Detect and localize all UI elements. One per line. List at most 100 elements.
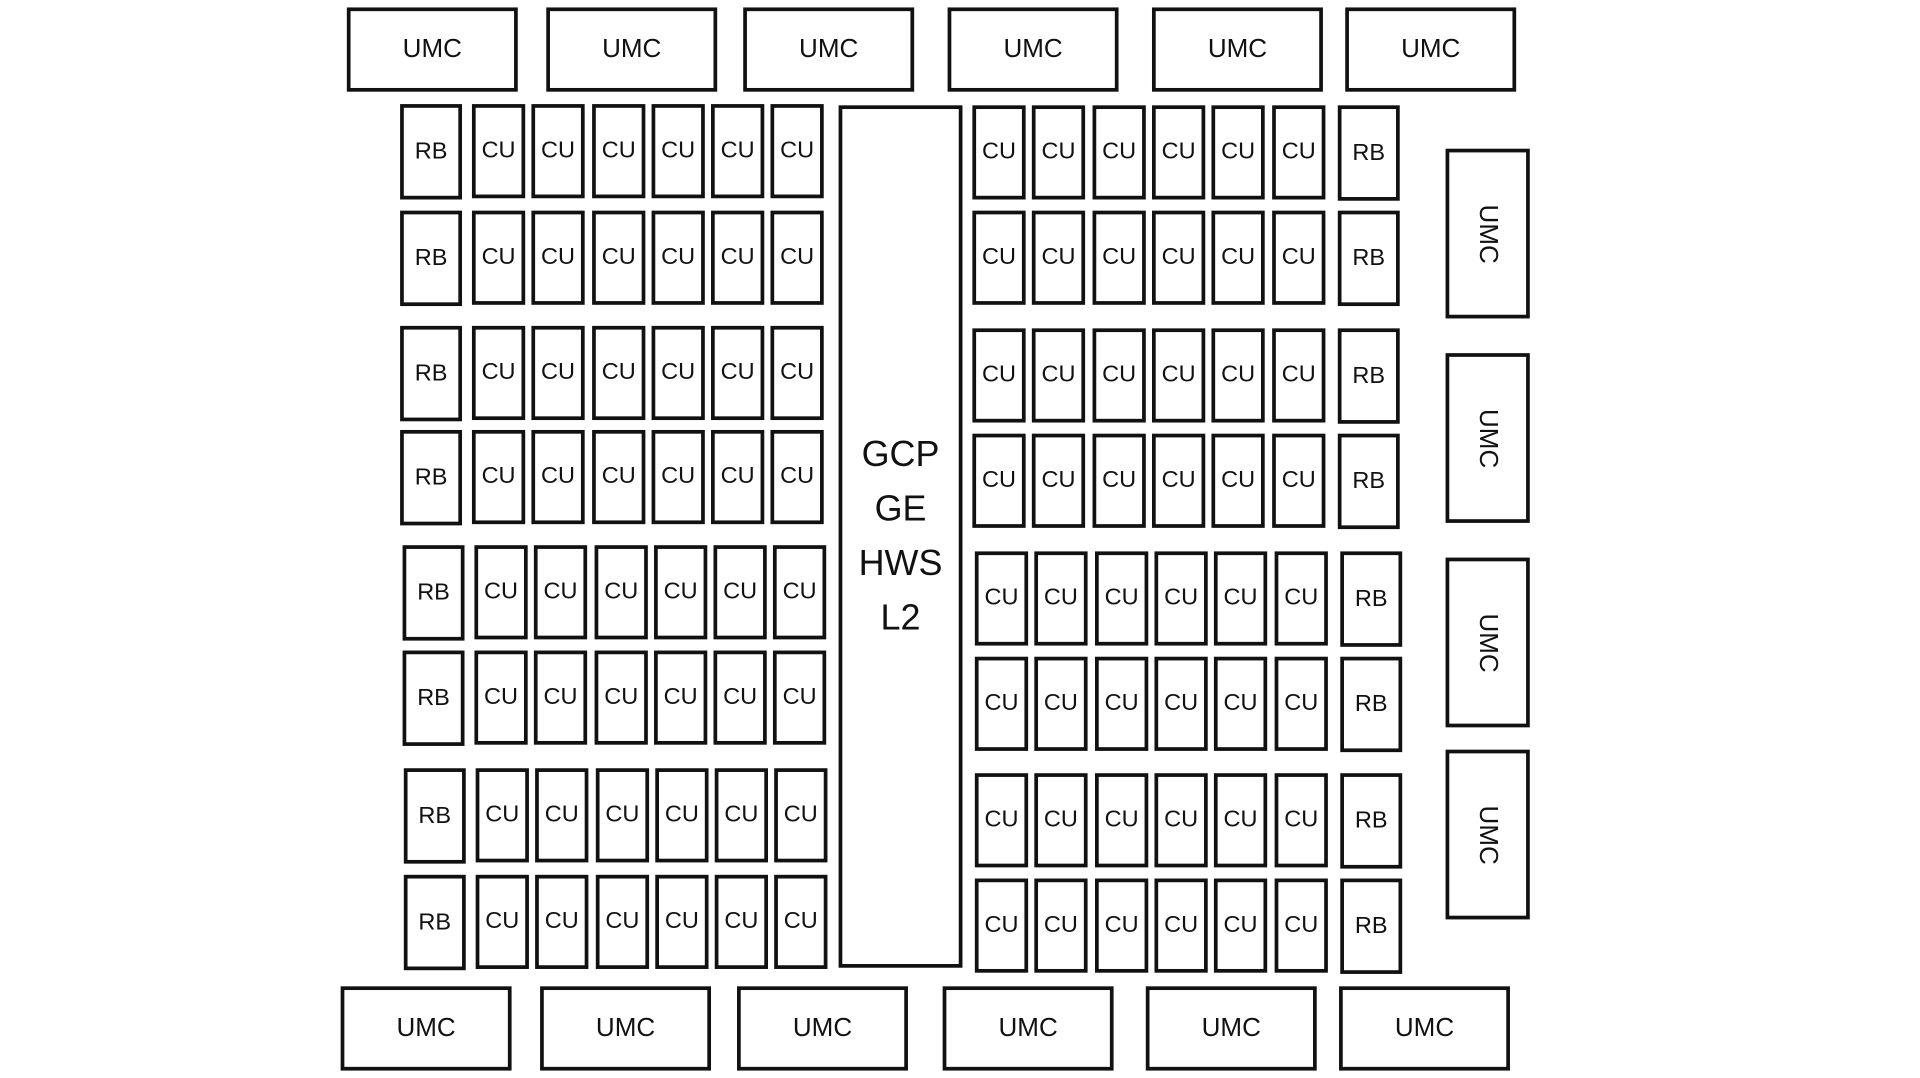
compute-unit-block: CU xyxy=(770,210,824,305)
compute-unit-block: CU xyxy=(1092,328,1146,423)
compute-unit-block-label: CU xyxy=(1041,138,1076,165)
umc-top-block-label: UMC xyxy=(1207,34,1268,64)
compute-unit-block-label: CU xyxy=(1104,690,1139,717)
render-backend-block-label: RB xyxy=(417,579,450,606)
compute-unit-block: CU xyxy=(1211,105,1265,200)
render-backend-block-label: RB xyxy=(1352,362,1386,389)
compute-unit-block-label: CU xyxy=(981,244,1017,271)
compute-unit-block: CU xyxy=(531,210,585,305)
compute-unit-block: CU xyxy=(471,429,526,525)
render-backend-block-label: RB xyxy=(1354,585,1388,612)
compute-unit-block: CU xyxy=(1151,433,1206,528)
compute-unit-block-label: CU xyxy=(541,359,576,386)
compute-unit-block-label: CU xyxy=(481,359,516,386)
compute-unit-block: CU xyxy=(654,545,708,640)
compute-unit-block-label: CU xyxy=(484,683,519,711)
compute-unit-block-label: CU xyxy=(984,584,1019,611)
compute-unit-block-label: CU xyxy=(782,683,817,711)
compute-unit-block-label: CU xyxy=(981,138,1017,165)
render-backend-block: RB xyxy=(400,210,463,307)
render-backend-block-label: RB xyxy=(1352,467,1386,494)
render-backend-block: RB xyxy=(400,429,463,526)
compute-unit-block: CU xyxy=(1272,328,1326,423)
compute-unit-block: CU xyxy=(592,325,646,421)
compute-unit-block: CU xyxy=(531,429,585,525)
compute-unit-block: CU xyxy=(1154,773,1208,868)
compute-unit-block-label: CU xyxy=(661,137,696,164)
compute-unit-block-label: CU xyxy=(1102,361,1137,388)
render-backend-block: RB xyxy=(403,874,466,971)
compute-unit-block-label: CU xyxy=(605,801,640,828)
umc-right-block-label: UMC xyxy=(1474,804,1503,865)
compute-unit-block: CU xyxy=(1034,878,1088,973)
compute-unit-block: CU xyxy=(770,429,824,525)
compute-unit-block: CU xyxy=(770,325,824,421)
compute-unit-block: CU xyxy=(1211,328,1265,423)
compute-unit-block: CU xyxy=(1272,105,1326,200)
compute-unit-block-label: CU xyxy=(481,137,516,164)
compute-unit-block: CU xyxy=(594,650,648,745)
umc-bottom-block: UMC xyxy=(942,986,1114,1071)
compute-unit-block-label: CU xyxy=(1102,467,1137,494)
compute-unit-block: CU xyxy=(1151,328,1206,423)
compute-unit-block: CU xyxy=(595,768,650,863)
compute-unit-block-label: CU xyxy=(661,359,696,386)
compute-unit-block-label: CU xyxy=(1284,911,1319,938)
compute-unit-block: CU xyxy=(535,768,589,863)
compute-unit-block: CU xyxy=(475,768,529,863)
umc-right-block-label: UMC xyxy=(1474,203,1503,264)
compute-unit-block-label: CU xyxy=(663,683,698,711)
compute-unit-block-label: CU xyxy=(984,806,1019,833)
umc-top-block-label: UMC xyxy=(799,34,859,64)
compute-unit-block: CU xyxy=(471,104,526,199)
compute-unit-block-label: CU xyxy=(601,244,636,271)
umc-right-block: UMC xyxy=(1445,749,1530,920)
render-backend-block: RB xyxy=(1337,105,1400,201)
compute-unit-block-label: CU xyxy=(1281,467,1316,494)
compute-unit-block: CU xyxy=(714,768,768,863)
compute-unit-block-label: CU xyxy=(481,244,516,271)
compute-unit-block: CU xyxy=(595,874,650,969)
compute-unit-block: CU xyxy=(592,429,646,525)
compute-unit-block: CU xyxy=(1031,328,1086,423)
render-backend-block-label: RB xyxy=(414,244,448,271)
compute-unit-block-label: CU xyxy=(1041,244,1076,271)
render-backend-block: RB xyxy=(403,768,466,864)
render-backend-block-label: RB xyxy=(1352,244,1386,271)
compute-unit-block: CU xyxy=(655,874,709,969)
compute-unit-block: CU xyxy=(533,650,588,745)
compute-unit-block: CU xyxy=(774,768,828,863)
compute-unit-block-label: CU xyxy=(780,463,815,490)
compute-unit-block: CU xyxy=(972,433,1026,528)
umc-right-block: UMC xyxy=(1445,557,1530,728)
compute-unit-block-label: CU xyxy=(601,359,636,386)
render-backend-block: RB xyxy=(1340,656,1403,753)
compute-unit-block-label: CU xyxy=(981,361,1017,388)
compute-unit-block-label: CU xyxy=(1221,138,1256,165)
compute-unit-block-label: CU xyxy=(1281,244,1316,271)
compute-unit-block-label: CU xyxy=(783,908,818,935)
compute-unit-block-label: CU xyxy=(984,690,1019,717)
compute-unit-block-label: CU xyxy=(1221,244,1256,271)
compute-unit-block-label: CU xyxy=(780,359,815,386)
compute-unit-block-label: CU xyxy=(720,359,755,386)
compute-unit-block: CU xyxy=(531,104,585,199)
umc-right-block: UMC xyxy=(1445,148,1530,319)
compute-unit-block-label: CU xyxy=(782,578,817,605)
compute-unit-block-label: CU xyxy=(544,908,579,935)
compute-unit-block-label: CU xyxy=(723,578,758,605)
compute-unit-block: CU xyxy=(974,551,1029,646)
compute-unit-block: CU xyxy=(654,650,708,745)
center-block-line: HWS xyxy=(858,543,943,584)
render-backend-block-label: RB xyxy=(1354,912,1388,939)
umc-top-block: UMC xyxy=(743,7,915,92)
compute-unit-block-label: CU xyxy=(1104,911,1139,938)
compute-unit-block-label: CU xyxy=(1223,806,1258,833)
umc-top-block: UMC xyxy=(346,7,518,92)
compute-unit-block-label: CU xyxy=(544,801,579,828)
render-backend-block: RB xyxy=(402,545,465,641)
compute-unit-block-label: CU xyxy=(720,137,755,164)
compute-unit-block: CU xyxy=(535,874,589,969)
compute-unit-block-label: CU xyxy=(485,801,520,828)
compute-unit-block-label: CU xyxy=(1221,467,1256,494)
